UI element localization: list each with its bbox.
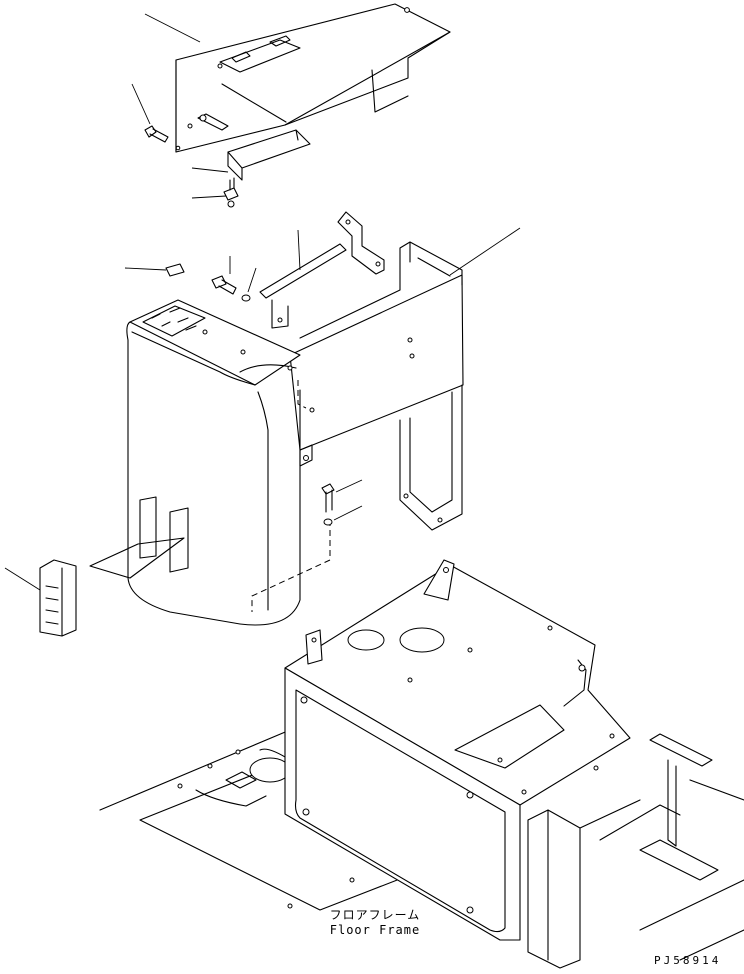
console-box xyxy=(127,242,463,625)
console-bolts xyxy=(166,264,334,525)
drawing-code: PJ58914 xyxy=(654,954,722,967)
cover-plate-left xyxy=(40,538,184,636)
leader-lines xyxy=(5,14,520,590)
mounting-bracket xyxy=(260,212,384,328)
top-cover-plate xyxy=(176,4,450,152)
small-bracket xyxy=(228,130,310,180)
floor-frame-label-jp: フロアフレーム xyxy=(329,908,421,922)
floor-frame xyxy=(100,730,744,960)
floor-frame-box xyxy=(285,560,630,940)
bolt-bracket xyxy=(224,178,238,207)
support-stand xyxy=(528,734,718,968)
bolt-upper-left xyxy=(145,126,168,142)
floor-frame-label-en: Floor Frame xyxy=(329,923,421,937)
